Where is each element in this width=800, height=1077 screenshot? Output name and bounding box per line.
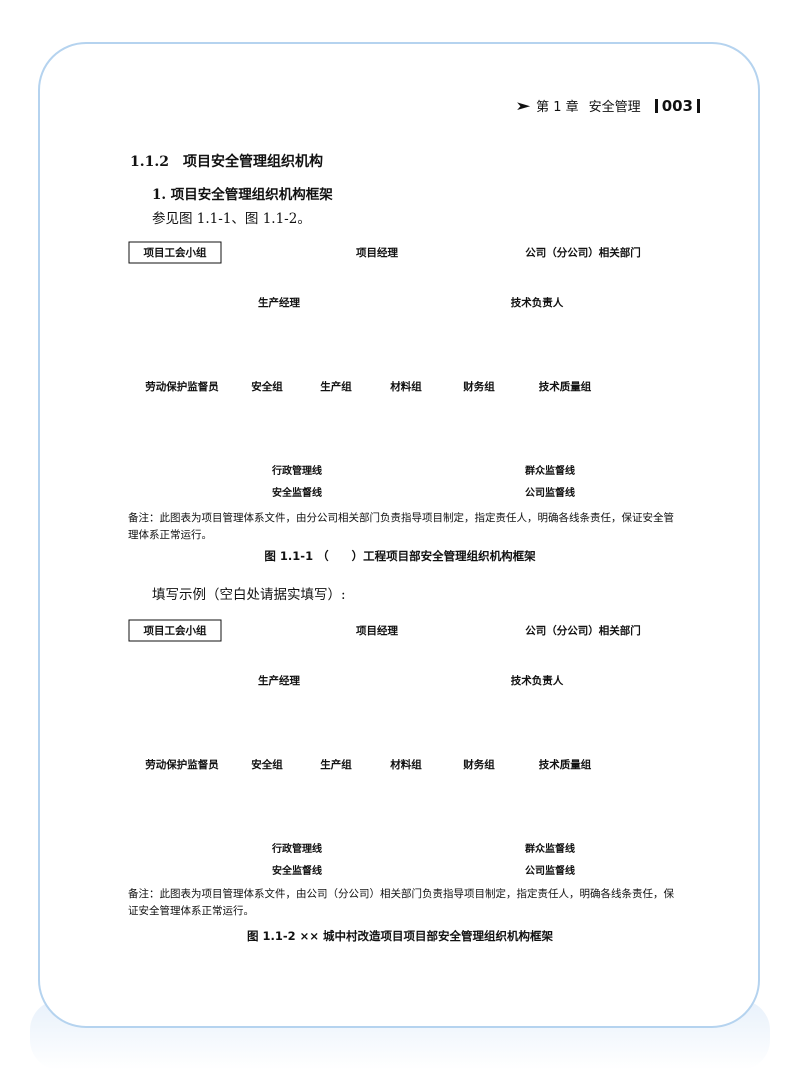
label-finance-group: 财务组 bbox=[462, 758, 495, 771]
running-head: ➤ 第 1 章 安全管理 003 bbox=[515, 96, 704, 115]
legend-label-safety: 安全监督线 bbox=[272, 864, 322, 877]
label-tech-quality-group: 技术质量组 bbox=[539, 758, 592, 771]
section-heading: 1.1.2 项目安全管理组织机构 bbox=[130, 151, 323, 171]
label-production-manager: 生产经理 bbox=[258, 296, 300, 309]
figure1-caption: 图 1.1-1 （ ）工程项目部安全管理组织机构框架 bbox=[264, 549, 536, 563]
page-bar-right bbox=[697, 98, 700, 113]
label-tech-lead: 技术负责人 bbox=[511, 296, 564, 309]
label-project-manager: 项目经理 bbox=[356, 624, 398, 637]
figure2-caption: 图 1.1-2 ×× 城中村改造项目项目部安全管理组织机构框架 bbox=[247, 929, 553, 943]
chapter-title: 安全管理 bbox=[588, 100, 641, 115]
figure2-note: 备注：此图表为项目管理体系文件，由公司（分公司）相关部门负责指导项目制定，指定责… bbox=[128, 888, 674, 917]
label-production-manager: 生产经理 bbox=[258, 674, 300, 687]
label-tech-lead: 技术负责人 bbox=[511, 674, 564, 687]
legend-label-admin: 行政管理线 bbox=[271, 842, 322, 855]
label-materials-group: 材料组 bbox=[389, 380, 422, 393]
label-safety-group: 安全组 bbox=[251, 380, 283, 393]
intro-paragraph: 参见图 1.1-1、图 1.1-2。 bbox=[152, 211, 311, 227]
legend-label-company: 公司监督线 bbox=[525, 864, 575, 877]
figure1-note: 备注：此图表为项目管理体系文件，由分公司相关部门负责指导项目制定，指定责任人，明… bbox=[128, 512, 674, 541]
org-chart-figure-1: 项目工会小组 项目经理 公司（分公司）相关部门 生产经理 技术负责人 劳动保护监… bbox=[128, 241, 641, 499]
label-materials-group: 材料组 bbox=[389, 758, 422, 771]
chapter-label: 第 1 章 bbox=[536, 100, 579, 115]
label-production-group: 生产组 bbox=[320, 758, 352, 771]
legend-label-safety: 安全监督线 bbox=[272, 486, 322, 499]
label-company-dept: 公司（分公司）相关部门 bbox=[525, 624, 641, 637]
label-labor-inspector: 劳动保护监督员 bbox=[145, 758, 219, 771]
legend-label-mass: 群众监督线 bbox=[525, 842, 575, 855]
page-bar-left bbox=[654, 98, 658, 113]
label-production-group: 生产组 bbox=[320, 380, 352, 393]
org-chart-figure-2: 项目工会小组 项目经理 公司（分公司）相关部门 生产经理 技术负责人 劳动保护监… bbox=[128, 619, 641, 877]
legend-label-mass: 群众监督线 bbox=[525, 464, 575, 477]
example-intro-paragraph: 填写示例（空白处请据实填写）: bbox=[152, 587, 346, 603]
label-finance-group: 财务组 bbox=[462, 380, 495, 393]
page-card bbox=[38, 42, 760, 1028]
label-company-dept: 公司（分公司）相关部门 bbox=[525, 246, 641, 259]
subsection-heading: 1. 项目安全管理组织机构框架 bbox=[152, 187, 333, 203]
chapter-arrow-icon: ➤ bbox=[515, 98, 532, 113]
label-union-group: 项目工会小组 bbox=[144, 246, 207, 259]
node-union-group bbox=[128, 241, 222, 264]
legend-label-company: 公司监督线 bbox=[525, 486, 575, 499]
page-number: 003 bbox=[661, 96, 693, 115]
label-project-manager: 项目经理 bbox=[356, 246, 398, 259]
legend-label-admin: 行政管理线 bbox=[271, 464, 322, 477]
node-union-group bbox=[128, 619, 222, 642]
label-labor-inspector: 劳动保护监督员 bbox=[145, 380, 219, 393]
label-tech-quality-group: 技术质量组 bbox=[539, 380, 592, 393]
label-union-group: 项目工会小组 bbox=[144, 624, 207, 637]
section-number: 1.1.2 bbox=[130, 154, 169, 170]
section-title: 项目安全管理组织机构 bbox=[182, 154, 323, 170]
label-safety-group: 安全组 bbox=[251, 758, 283, 771]
